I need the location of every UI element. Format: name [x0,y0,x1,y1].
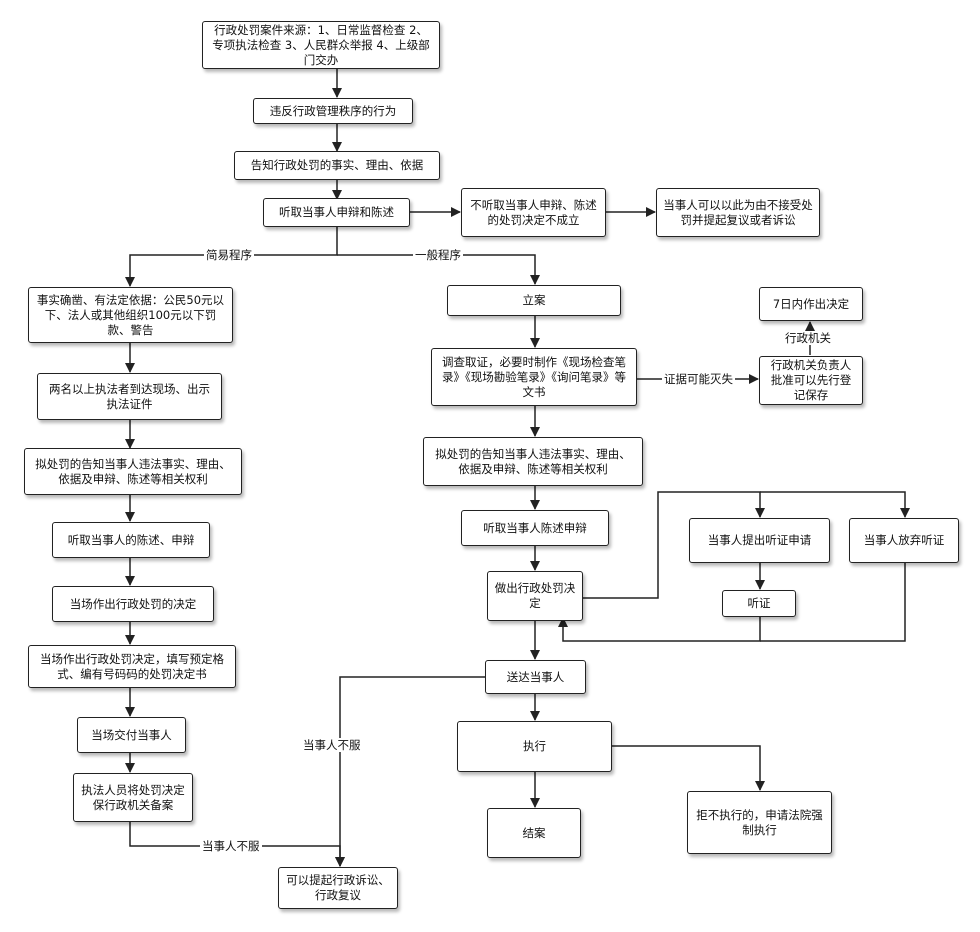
dissatisfied-label-lower: 当事人不服 [200,839,262,853]
close-case-box: 结案 [487,808,581,858]
onsite-decision-text: 当场作出行政处罚的决定 [69,596,197,611]
file-record-text: 执法人员将处罚决定保行政机关备案 [81,782,185,812]
appeal-right-text: 当事人可以以此为由不接受处罚并提起复议或者诉讼 [663,197,813,227]
edge-h2-back [558,617,761,642]
present-credentials-text: 两名以上执法者到达现场、出示执法证件 [49,381,210,411]
present-credentials-box: 两名以上执法者到达现场、出示执法证件 [37,373,222,420]
simple-hear-box: 听取当事人的陈述、申辩 [52,522,210,558]
case-source-text: 行政处罚案件来源：1、日常监督检查 2、专项执法检查 3、人民群众举报 4、上级… [212,22,430,67]
case-source-box: 行政处罚案件来源：1、日常监督检查 2、专项执法检查 3、人民群众举报 4、上级… [202,21,440,69]
make-decision-box: 做出行政处罚决定 [487,571,583,621]
hearing-request-box: 当事人提出听证申请 [689,518,830,563]
register-case-box: 立案 [447,285,621,316]
execute-text: 执行 [523,739,546,753]
dissatisfied-label-upper: 当事人不服 [301,738,363,752]
edge-g6-appeal [335,676,485,867]
evidence-loss-label: 证据可能灭失 [662,372,735,386]
notify-text: 告知行政处罚的事实、理由、依据 [250,158,424,172]
litigation-review-box: 可以提起行政诉讼、行政复议 [278,867,398,909]
simple-hear-text: 听取当事人的陈述、申辩 [67,532,195,547]
fill-decision-form-text: 当场作出行政处罚决定，填写预定格式、编有号码码的处罚决定书 [40,651,224,681]
simple-procedure-label: 简易程序 [204,248,254,262]
hear-defense-box: 听取当事人申辩和陈述 [263,198,410,227]
edge-h3-back [760,563,906,642]
seven-day-decision-text: 7日内作出决定 [772,296,850,311]
edge-g7-g9 [612,745,765,791]
violation-text: 违反行政管理秩序的行为 [269,103,397,118]
edge-g5-hearing-request [583,491,765,599]
simple-conditions-box: 事实确凿、有法定依据：公民50元以下、法人或其他组织100元以下罚款、警告 [28,287,233,343]
notify-box: 告知行政处罚的事实、理由、依据 [234,151,440,180]
decision-invalid-text: 不听取当事人申辩、陈述的处罚决定不成立 [470,197,597,227]
serve-party-box: 送达当事人 [485,660,586,694]
register-case-text: 立案 [522,293,546,307]
general-notify-rights-box: 拟处罚的告知当事人违法事实、理由、依据及申辩、陈述等相关权利 [423,437,643,486]
deliver-onsite-text: 当场交付当事人 [91,727,172,742]
seven-day-decision-box: 7日内作出决定 [759,287,863,321]
waive-hearing-box: 当事人放弃听证 [849,518,959,563]
serve-party-text: 送达当事人 [506,669,565,684]
make-decision-text: 做出行政处罚决定 [494,581,576,610]
court-enforcement-text: 拒不执行的，申请法院强制执行 [696,807,823,837]
simple-notify-rights-box: 拟处罚的告知当事人违法事实、理由、依据及申辩、陈述等相关权利 [24,448,242,495]
hear-defense-text: 听取当事人申辩和陈述 [279,205,394,219]
edge-general-branch [337,254,540,285]
decision-invalid-box: 不听取当事人申辩、陈述的处罚决定不成立 [461,188,606,237]
hearing-text: 听证 [747,596,771,610]
appeal-right-box: 当事人可以以此为由不接受处罚并提起复议或者诉讼 [656,188,820,237]
general-procedure-label: 一般程序 [413,248,463,262]
hearing-request-text: 当事人提出听证申请 [707,533,812,547]
fill-decision-form-box: 当场作出行政处罚决定，填写预定格式、编有号码码的处罚决定书 [28,645,236,688]
onsite-decision-box: 当场作出行政处罚的决定 [52,586,214,622]
general-notify-rights-text: 拟处罚的告知当事人违法事实、理由、依据及申辩、陈述等相关权利 [435,446,631,476]
agency-label: 行政机关 [783,331,833,345]
investigate-text: 调查取证，必要时制作《现场检查笔录》《现场勘验笔录》《询问笔录》等文书 [442,354,626,399]
simple-conditions-text: 事实确凿、有法定依据：公民50元以下、法人或其他组织100元以下罚款、警告 [36,292,225,337]
litigation-review-text: 可以提起行政诉讼、行政复议 [286,873,390,902]
preserve-evidence-box: 行政机关负责人批准可以先行登记保存 [759,356,863,405]
edge-to-waive-hearing [760,491,910,518]
file-record-box: 执法人员将处罚决定保行政机关备案 [73,773,193,822]
preserve-evidence-text: 行政机关负责人批准可以先行登记保存 [770,358,852,402]
hearing-box: 听证 [722,590,796,617]
investigate-box: 调查取证，必要时制作《现场检查笔录》《现场勘验笔录》《询问笔录》等文书 [431,348,637,406]
court-enforcement-box: 拒不执行的，申请法院强制执行 [687,791,832,854]
violation-box: 违反行政管理秩序的行为 [253,98,413,124]
close-case-text: 结案 [522,825,546,840]
simple-notify-rights-text: 拟处罚的告知当事人违法事实、理由、依据及申辩、陈述等相关权利 [35,456,231,486]
deliver-onsite-box: 当场交付当事人 [77,717,186,753]
execute-box: 执行 [457,721,612,772]
general-hear-box: 听取当事人陈述申辩 [461,510,609,546]
waive-hearing-text: 当事人放弃听证 [863,533,945,547]
general-hear-text: 听取当事人陈述申辩 [483,520,587,535]
